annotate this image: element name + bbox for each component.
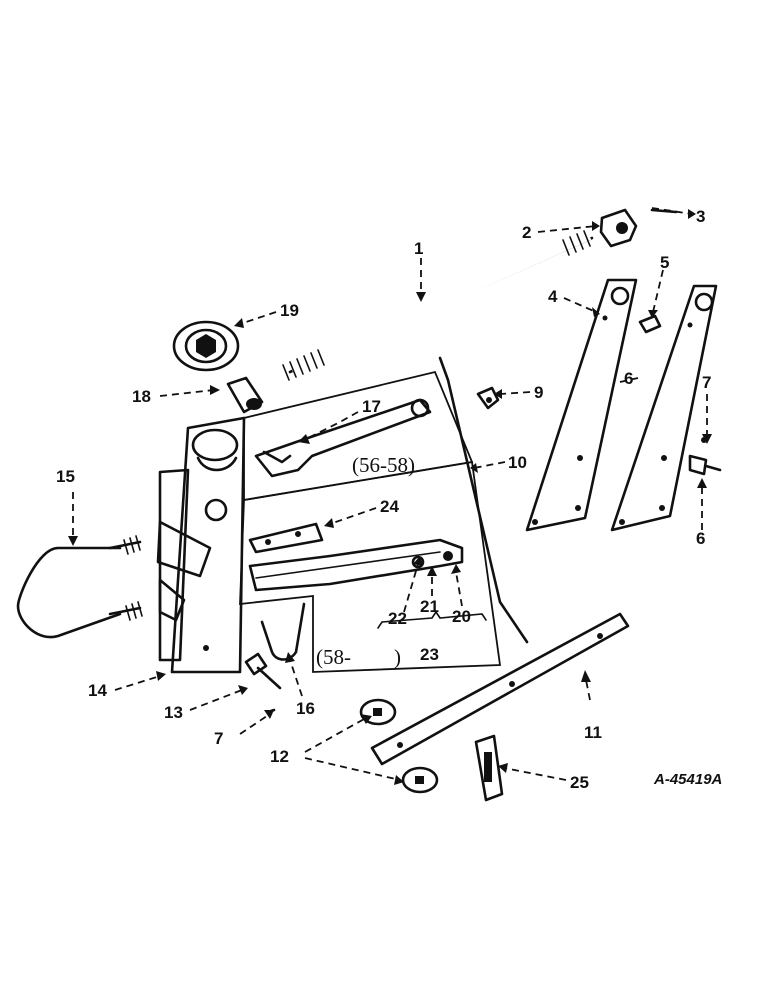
callout-13: 13 [164, 703, 183, 722]
drawing-reference: A-45419A [653, 771, 722, 788]
callout-3: 3 [696, 207, 705, 226]
group-bracket-23 [377, 610, 487, 629]
callout-6-lower: 6 [696, 529, 705, 548]
callout-21: 21 [420, 597, 439, 616]
callout-11: 11 [584, 723, 602, 742]
callout-19: 19 [280, 301, 299, 320]
callout-6-upper: 6 [624, 369, 633, 388]
callout-10: 10 [508, 453, 527, 472]
callout-9: 9 [534, 383, 543, 402]
callout-14: 14 [88, 681, 107, 700]
part-6-plate [610, 284, 718, 532]
callout-23-lower: 23 [420, 645, 439, 664]
part-17-link [254, 398, 432, 478]
callout-12: 12 [270, 747, 289, 766]
year-note-56-58: (56-58) [352, 453, 415, 477]
callout-1: 1 [414, 239, 423, 258]
callout-7-upper: 7 [702, 373, 711, 392]
part-24-plate [248, 522, 324, 554]
leader-lines [68, 207, 712, 785]
part-5-bushing [638, 314, 662, 334]
callout-15: 15 [56, 467, 75, 486]
part-18-bushing [226, 376, 264, 414]
year-note-58-open: (58- [316, 645, 351, 669]
callout-24: 24 [380, 497, 399, 516]
callout-16: 16 [296, 699, 315, 718]
part-19-collar [172, 320, 240, 372]
part-12-washers [359, 698, 439, 794]
part-1-rod [282, 230, 594, 381]
part-21-bar [248, 538, 464, 592]
part-4-plate [525, 278, 638, 532]
callout-17: 17 [362, 397, 381, 416]
part-16-u-bolt [260, 602, 306, 661]
callout-5: 5 [660, 253, 669, 272]
callout-22: 22 [388, 609, 407, 628]
panel-58 [239, 460, 502, 673]
callout-2: 2 [522, 223, 531, 242]
part-13-bolt [244, 652, 282, 690]
callout-25: 25 [570, 773, 589, 792]
callout-7-lower: 7 [214, 729, 223, 748]
part-14-bracket [156, 416, 246, 674]
callout-4: 4 [548, 287, 558, 306]
part-3-pin [650, 208, 678, 214]
callout-20: 20 [452, 607, 471, 626]
part-11-bar [370, 612, 630, 766]
callout-18: 18 [132, 387, 151, 406]
year-note-58-close: ) [394, 645, 401, 669]
part-9-clamp [476, 386, 500, 410]
part-25-clip [474, 734, 504, 802]
part-15-u-bolt [16, 535, 143, 639]
part-2-nut [599, 208, 638, 248]
callout-numbers: 1 2 3 4 5 6 7 6 9 10 11 12 13 14 15 16 7… [56, 207, 711, 792]
part-10-curved-rod [438, 356, 529, 644]
part-7-bolt-right [688, 437, 722, 476]
